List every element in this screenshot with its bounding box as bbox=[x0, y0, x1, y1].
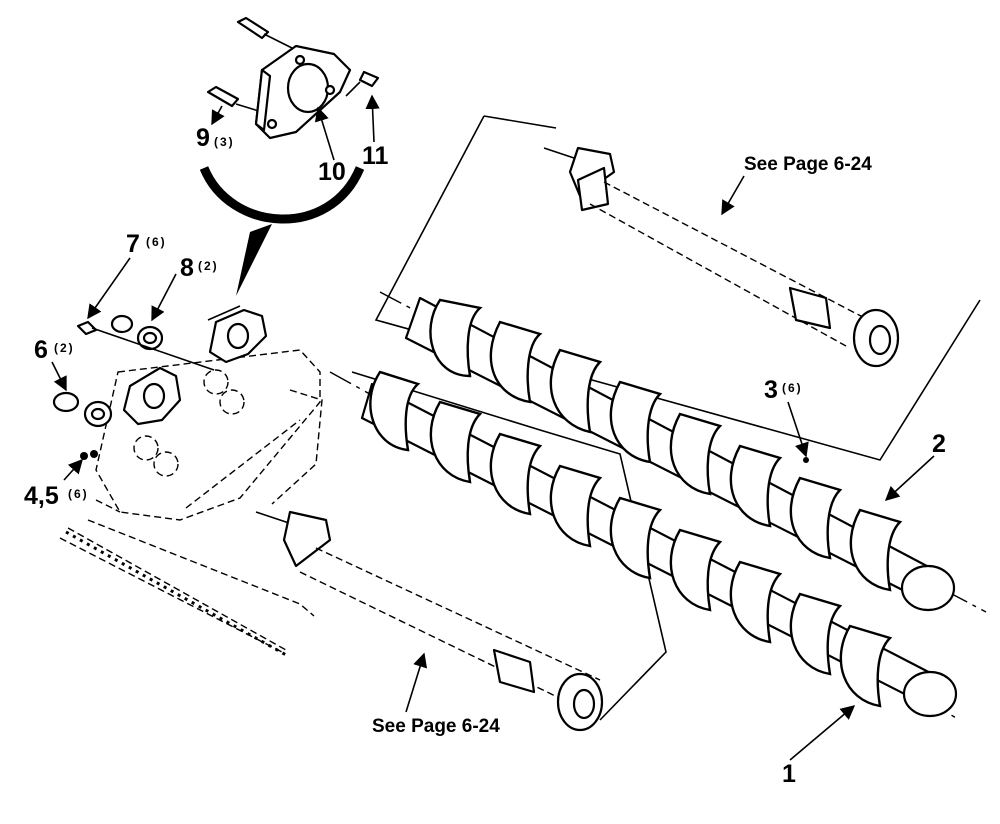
callout-11: 11 bbox=[362, 142, 389, 170]
bolt-icon bbox=[236, 16, 293, 49]
callout-9: 9 bbox=[196, 124, 210, 152]
callout-7-qty: (6) bbox=[146, 235, 167, 249]
reference-lower: See Page 6-24 bbox=[372, 716, 500, 737]
callout-3-qty: (6) bbox=[782, 381, 803, 395]
callout-1: 1 bbox=[782, 760, 796, 788]
callout-3: 3 bbox=[764, 376, 778, 404]
callout-6-qty: (2) bbox=[54, 341, 75, 355]
callout-4-5-qty: (6) bbox=[68, 487, 89, 501]
callout-4-5: 4,5 bbox=[24, 482, 59, 510]
callout-9-qty: (3) bbox=[214, 135, 235, 149]
auger-lower bbox=[360, 370, 958, 718]
drive-shaft-upper bbox=[543, 146, 900, 368]
callout-6: 6 bbox=[34, 336, 48, 364]
bearing-upper bbox=[136, 325, 164, 351]
callout-7: 7 bbox=[126, 230, 140, 258]
callout-10: 10 bbox=[318, 158, 346, 186]
callout-8-qty: (2) bbox=[198, 259, 219, 273]
bearing-flange-lower bbox=[122, 366, 182, 426]
snap-ring-upper bbox=[110, 314, 134, 334]
bearing-flange-upper bbox=[207, 305, 268, 364]
callout-2: 2 bbox=[932, 430, 946, 458]
detail-flange-assembly bbox=[199, 16, 380, 296]
left-side-plate bbox=[59, 349, 323, 653]
nut-icon bbox=[80, 450, 98, 460]
snap-ring-lower bbox=[52, 391, 80, 413]
bolt-icon bbox=[345, 70, 380, 97]
knife-bar bbox=[65, 527, 289, 658]
bolt-icon bbox=[206, 85, 263, 113]
reference-upper: See Page 6-24 bbox=[744, 154, 872, 175]
callout-8: 8 bbox=[180, 254, 194, 282]
drive-shaft-lower bbox=[255, 510, 604, 732]
auger-upper bbox=[404, 296, 956, 612]
bearing-lower bbox=[83, 400, 113, 428]
